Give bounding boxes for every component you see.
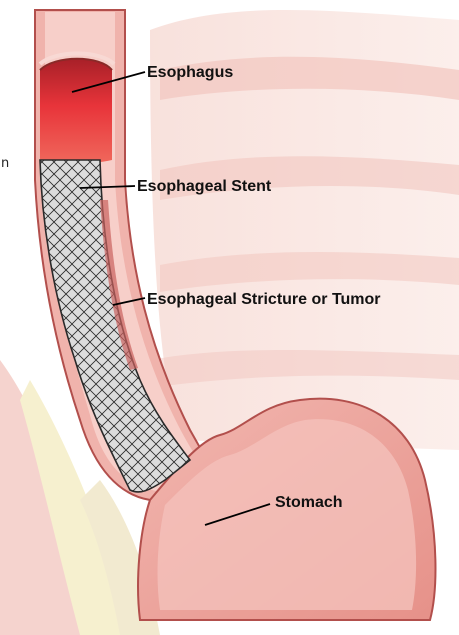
esophagus-label: Esophagus	[147, 64, 233, 81]
edge-fragment: n	[1, 156, 9, 171]
stomach-label: Stomach	[275, 494, 343, 511]
stent-label: Esophageal Stent	[137, 178, 272, 195]
stricture-label: Esophageal Stricture or Tumor	[147, 291, 381, 308]
esophagus-lumen	[40, 54, 114, 164]
